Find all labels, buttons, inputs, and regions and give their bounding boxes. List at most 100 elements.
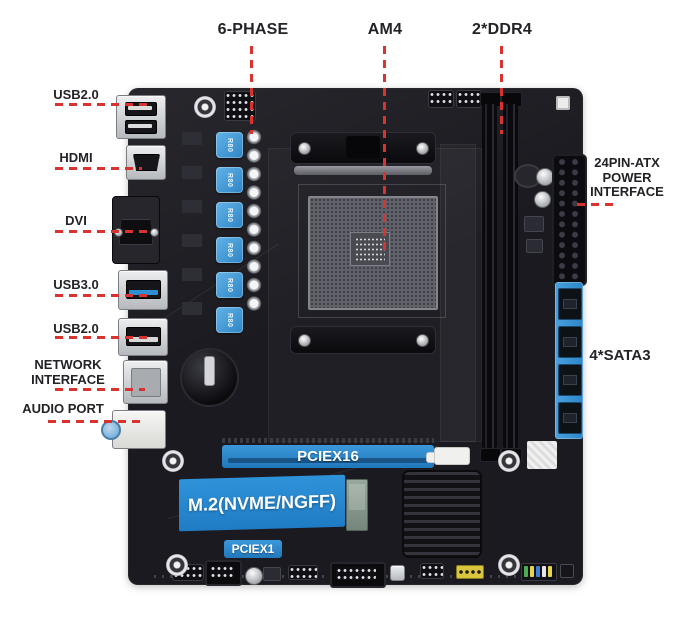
leader-line-audio [48, 420, 140, 423]
ic-chip [526, 239, 543, 253]
m2-slot-banner: M.2(NVME/NGFF) [179, 474, 345, 532]
chipset-heatsink [404, 472, 480, 556]
leader-line-dvi [55, 230, 147, 233]
serial-sticker [556, 96, 570, 110]
usb-tongue [129, 337, 158, 342]
label-usb2-top: USB2.0 [53, 87, 99, 102]
rj45-slot [131, 368, 161, 397]
leader-line-usb2-top [55, 103, 148, 106]
leader-line-am4 [383, 46, 386, 256]
socket-outline [298, 184, 446, 318]
mounting-hole [166, 554, 188, 576]
usb-slot [125, 120, 157, 134]
vrm-choke: R80 [216, 132, 243, 158]
com-header [330, 562, 386, 588]
usb3-port [118, 270, 168, 310]
choke-marking: R80 [226, 137, 233, 153]
pcie-contact-row [222, 438, 434, 443]
vrm-mosfet-column [182, 132, 202, 334]
usb3-blue-tongue [129, 290, 158, 295]
bracket-metal-lip [294, 166, 432, 175]
motherboard-pcb: R80 R80 R80 R80 R80 R80 [128, 88, 587, 588]
label-6phase: 6-PHASE [217, 21, 289, 38]
pcie-x1-label: PCIEX1 [231, 542, 275, 556]
fan-header [428, 90, 454, 108]
vrm-choke: R80 [216, 167, 243, 193]
pcie-slot-groove [228, 458, 428, 463]
vrm-choke: R80 [216, 202, 243, 228]
vrm-choke: R80 [216, 272, 243, 298]
ddr4-slot-1 [482, 104, 497, 448]
fp-pin [542, 566, 546, 577]
ic-chip [560, 564, 574, 578]
hdmi-port [126, 145, 166, 180]
leader-line-ddr4 [500, 46, 503, 134]
label-atx-line1: 24PIN-ATX [594, 155, 660, 170]
atx-24pin-connector [552, 154, 587, 286]
usb-tongue [128, 124, 152, 128]
label-network: NETWORK INTERFACE [31, 357, 105, 387]
bracket-screw [298, 334, 311, 347]
capacitor [245, 567, 263, 585]
pcie-retention-latch [434, 447, 470, 465]
fp-pin [536, 566, 540, 577]
choke-marking: R80 [226, 312, 233, 328]
leader-line-6phase [250, 46, 253, 134]
ddr4-slot-2 [503, 104, 518, 448]
mounting-hole [498, 554, 520, 576]
warranty-sticker [527, 441, 557, 469]
leader-line-usb3 [55, 294, 147, 297]
small-connector [390, 565, 405, 581]
audio-port [101, 410, 166, 449]
fp-pin [524, 566, 528, 577]
choke-marking: R80 [226, 277, 233, 293]
sata-port-1 [558, 288, 582, 320]
mounting-hole [498, 450, 520, 472]
leader-line-atx [577, 203, 615, 206]
cooler-bracket-bottom [290, 326, 436, 354]
ic-chip [263, 567, 281, 581]
label-ddr4: 2*DDR4 [472, 21, 532, 38]
bracket-screw [416, 142, 429, 155]
sata-block [555, 282, 583, 439]
label-dvi: DVI [65, 213, 87, 228]
pin-header [288, 565, 318, 580]
vrm-choke: R80 [216, 237, 243, 263]
bracket-notch [346, 136, 380, 158]
mounting-hole [162, 450, 184, 472]
bracket-screw [298, 142, 311, 155]
battery-clip [204, 356, 215, 386]
pcb-panel-texture [440, 144, 476, 442]
bracket-screw [416, 334, 429, 347]
socket-center-window [350, 232, 390, 266]
sata-port-2 [558, 326, 582, 358]
fp-pin [530, 566, 534, 577]
sata-port-4 [558, 402, 582, 434]
label-hdmi: HDMI [59, 150, 93, 165]
vrm-choke: R80 [216, 307, 243, 333]
choke-marking: R80 [226, 242, 233, 258]
label-atx-line3: INTERFACE [590, 184, 664, 200]
header-pins [336, 567, 376, 580]
header-pins [210, 565, 234, 577]
pcie-x16-label: PCIEX16 [297, 448, 359, 465]
label-atx-line2: POWER [602, 169, 652, 185]
front-panel-header [521, 563, 557, 581]
usb-tongue [128, 106, 152, 110]
usb-header [205, 560, 242, 586]
socket-pin-grid [355, 237, 385, 261]
label-audio: AUDIO PORT [22, 401, 104, 416]
m2-label: M.2(NVME/NGFF) [188, 490, 336, 515]
mounting-hole [194, 96, 216, 118]
label-sata: 4*SATA3 [589, 347, 651, 364]
vrm-capacitor-column [246, 128, 263, 314]
fan-header [456, 90, 482, 108]
ic-chip [524, 216, 544, 232]
dvi-screw [150, 228, 159, 237]
leader-line-network [55, 388, 145, 391]
cpu-socket-am4 [308, 196, 438, 310]
pin-header [420, 563, 444, 579]
label-am4: AM4 [367, 21, 403, 38]
capacitor [534, 191, 551, 208]
